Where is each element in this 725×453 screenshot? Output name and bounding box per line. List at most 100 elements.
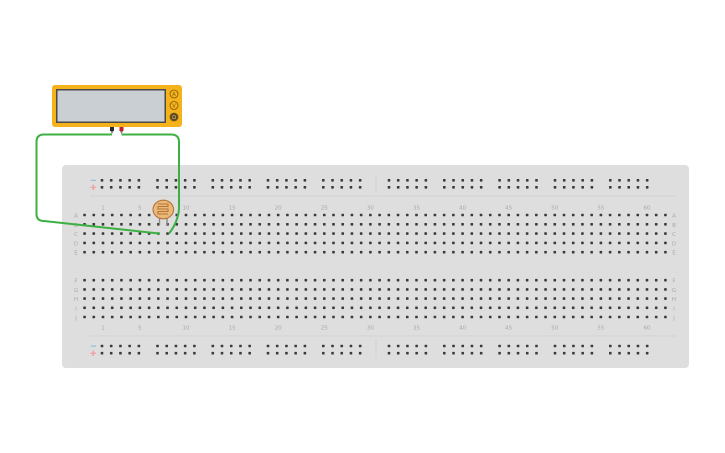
rail-hole[interactable] (572, 351, 575, 355)
breadboard-hole[interactable] (304, 315, 308, 319)
breadboard-hole[interactable] (461, 241, 464, 245)
breadboard-hole[interactable] (101, 315, 105, 319)
breadboard-hole[interactable] (166, 232, 169, 235)
rail-hole[interactable] (618, 186, 621, 189)
breadboard-hole[interactable] (664, 213, 667, 217)
breadboard-hole[interactable] (562, 288, 566, 291)
breadboard-hole[interactable] (608, 241, 612, 245)
breadboard-hole[interactable] (138, 250, 142, 254)
breadboard-hole[interactable] (120, 213, 123, 217)
breadboard-hole[interactable] (535, 232, 538, 235)
breadboard-hole[interactable] (359, 250, 363, 254)
breadboard-hole[interactable] (240, 297, 243, 300)
rail-hole[interactable] (349, 179, 353, 182)
breadboard-hole[interactable] (221, 213, 225, 217)
breadboard-hole[interactable] (203, 306, 206, 310)
breadboard-hole[interactable] (636, 232, 640, 235)
breadboard-hole[interactable] (424, 250, 427, 254)
breadboard-hole[interactable] (424, 232, 427, 235)
breadboard-hole[interactable] (267, 297, 271, 300)
breadboard-hole[interactable] (599, 306, 603, 310)
breadboard-hole[interactable] (470, 213, 474, 217)
breadboard-hole[interactable] (147, 223, 151, 226)
breadboard-hole[interactable] (322, 213, 326, 217)
breadboard-hole[interactable] (129, 241, 132, 245)
rail-hole[interactable] (248, 351, 251, 355)
breadboard-hole[interactable] (433, 306, 437, 310)
breadboard-hole[interactable] (387, 278, 391, 282)
breadboard-hole[interactable] (83, 213, 86, 217)
breadboard-hole[interactable] (249, 306, 252, 310)
rail-hole[interactable] (535, 351, 538, 355)
rail-hole[interactable] (193, 344, 196, 348)
breadboard-hole[interactable] (240, 278, 243, 282)
breadboard-hole[interactable] (369, 223, 372, 226)
breadboard-hole[interactable] (507, 223, 510, 226)
rail-hole[interactable] (461, 186, 465, 189)
breadboard-hole[interactable] (332, 297, 335, 300)
breadboard-hole[interactable] (378, 232, 381, 235)
breadboard-hole[interactable] (304, 232, 308, 235)
rail-hole[interactable] (340, 179, 344, 182)
breadboard-hole[interactable] (452, 306, 455, 310)
breadboard-hole[interactable] (378, 241, 381, 245)
rail-hole[interactable] (349, 351, 353, 355)
breadboard-hole[interactable] (405, 213, 409, 217)
breadboard-hole[interactable] (295, 213, 298, 217)
breadboard-hole[interactable] (276, 232, 280, 235)
breadboard-hole[interactable] (553, 232, 557, 235)
breadboard-hole[interactable] (304, 278, 308, 282)
breadboard-hole[interactable] (664, 223, 667, 226)
breadboard-hole[interactable] (405, 306, 409, 310)
breadboard-hole[interactable] (322, 250, 326, 254)
breadboard-hole[interactable] (498, 278, 501, 282)
rail-hole[interactable] (183, 351, 187, 355)
breadboard-hole[interactable] (267, 288, 271, 291)
rail-hole[interactable] (479, 351, 483, 355)
breadboard-hole[interactable] (507, 278, 510, 282)
rail-hole[interactable] (165, 179, 169, 182)
rail-hole[interactable] (507, 351, 511, 355)
breadboard-hole[interactable] (184, 232, 188, 235)
rail-hole[interactable] (645, 344, 649, 348)
breadboard-hole[interactable] (193, 213, 197, 217)
breadboard-hole[interactable] (479, 232, 483, 235)
breadboard-hole[interactable] (138, 306, 142, 310)
rail-hole[interactable] (275, 351, 279, 355)
breadboard-hole[interactable] (544, 223, 547, 226)
breadboard-hole[interactable] (221, 250, 225, 254)
rail-hole[interactable] (516, 186, 520, 189)
breadboard-hole[interactable] (147, 250, 151, 254)
breadboard-hole[interactable] (525, 232, 529, 235)
breadboard-hole[interactable] (479, 278, 483, 282)
breadboard-hole[interactable] (184, 278, 188, 282)
breadboard-hole[interactable] (608, 250, 612, 254)
breadboard-hole[interactable] (618, 250, 621, 254)
breadboard-hole[interactable] (405, 241, 409, 245)
rail-hole[interactable] (193, 351, 196, 355)
breadboard-hole[interactable] (249, 278, 252, 282)
rail-hole[interactable] (349, 344, 353, 348)
breadboard-hole[interactable] (544, 213, 547, 217)
breadboard-hole[interactable] (369, 232, 372, 235)
breadboard-hole[interactable] (452, 297, 455, 300)
breadboard-hole[interactable] (147, 306, 151, 310)
breadboard-hole[interactable] (101, 232, 105, 235)
breadboard-hole[interactable] (553, 315, 557, 319)
breadboard-hole[interactable] (230, 315, 234, 319)
rail-hole[interactable] (590, 351, 594, 355)
breadboard-hole[interactable] (193, 288, 197, 291)
rail-hole[interactable] (239, 344, 242, 348)
rail-hole[interactable] (229, 351, 233, 355)
rail-hole[interactable] (100, 351, 104, 355)
breadboard-hole[interactable] (433, 213, 437, 217)
rail-hole[interactable] (572, 186, 575, 189)
breadboard-hole[interactable] (313, 223, 317, 226)
breadboard-hole[interactable] (654, 213, 658, 217)
rail-hole[interactable] (137, 351, 141, 355)
rail-hole[interactable] (572, 179, 575, 182)
rail-hole[interactable] (443, 179, 446, 182)
breadboard-hole[interactable] (553, 241, 557, 245)
breadboard-hole[interactable] (313, 241, 317, 245)
breadboard-hole[interactable] (129, 232, 132, 235)
